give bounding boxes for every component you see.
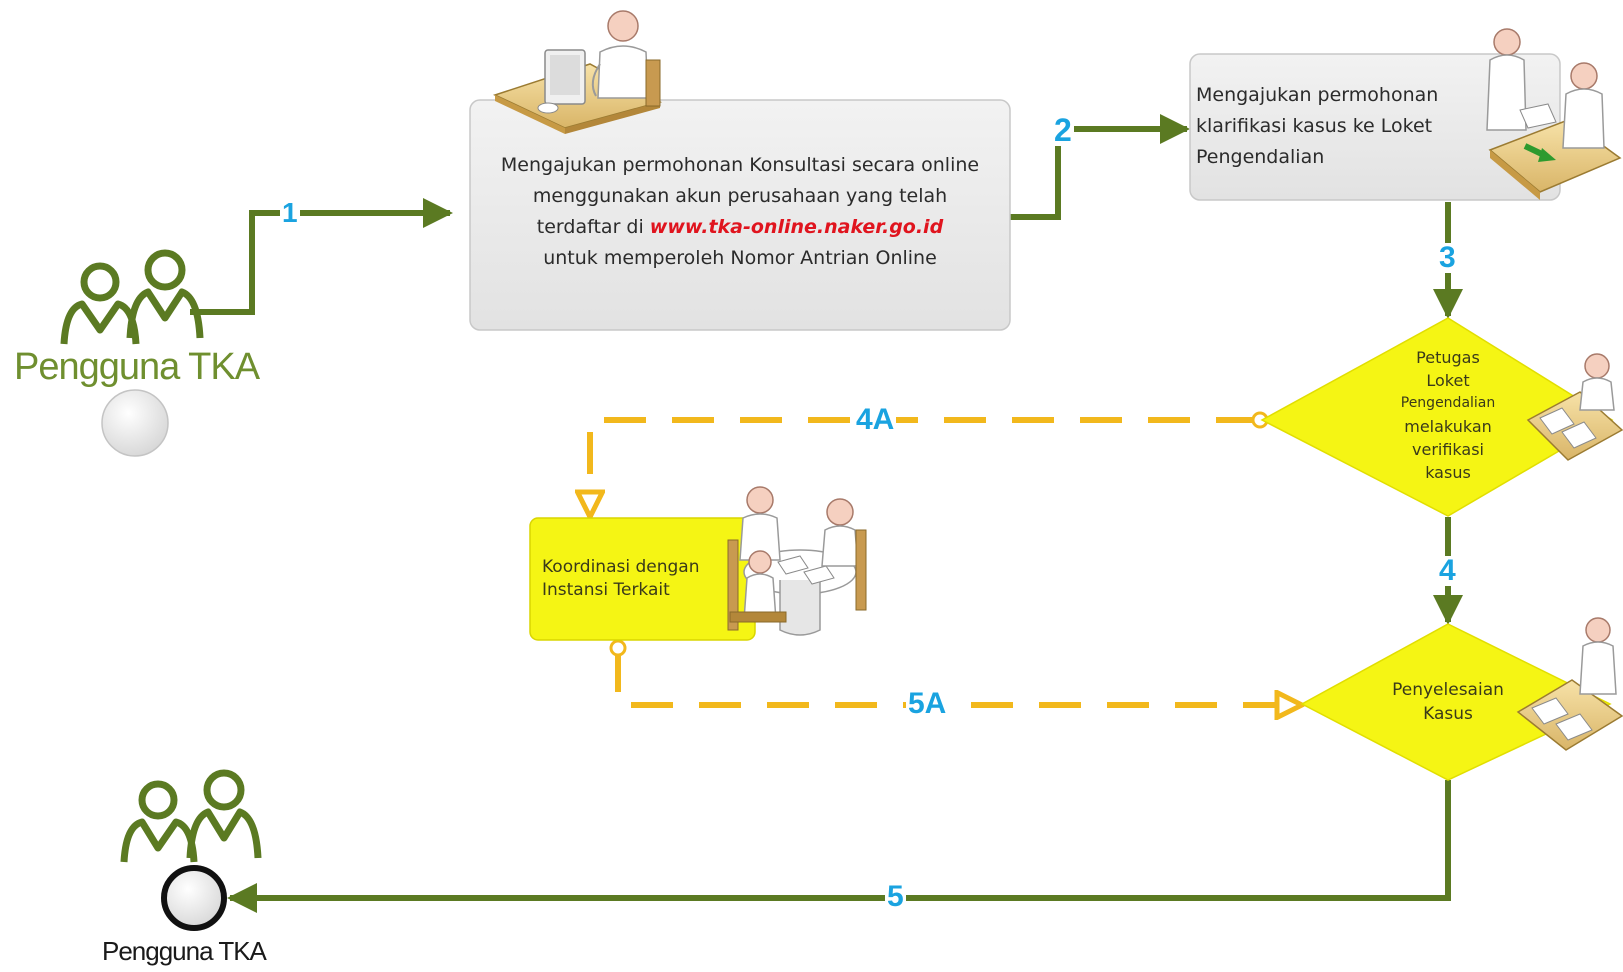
connector-1 bbox=[190, 198, 453, 315]
online-request-text: Mengajukan permohonan Konsultasi secara … bbox=[470, 150, 1010, 274]
counter-request-text: Mengajukan permohonan klarifikasi kasus … bbox=[1196, 80, 1496, 173]
coordination-text: Koordinasi dengan Instansi Terkait bbox=[542, 556, 742, 602]
verification-text: Petugas Loket Pengendalian melakukan ver… bbox=[1368, 346, 1528, 484]
connector-5a bbox=[615, 650, 1302, 705]
step-number-5a: 5A bbox=[906, 687, 949, 720]
end-node bbox=[161, 865, 227, 931]
online-request-box bbox=[469, 99, 1011, 331]
step-number-5: 5 bbox=[885, 880, 906, 913]
verification-line-6: kasus bbox=[1425, 463, 1471, 482]
start-actor-label: Pengguna TKA bbox=[14, 346, 260, 388]
verification-line-5: verifikasi bbox=[1412, 440, 1484, 459]
online-request-line-3: terdaftar di www.tka-online.naker.go.id bbox=[470, 212, 1010, 243]
step-number-2: 2 bbox=[1052, 112, 1074, 148]
verification-line-4: melakukan bbox=[1404, 417, 1492, 436]
step-number-4a: 4A bbox=[854, 403, 897, 436]
counter-request-line-2: klarifikasi kasus ke Loket bbox=[1196, 115, 1433, 137]
verification-line-2: Loket bbox=[1426, 371, 1470, 390]
person-at-computer-icon bbox=[492, 10, 662, 134]
verification-line-3: Pengendalian bbox=[1400, 395, 1496, 411]
document-handover-icon bbox=[1486, 28, 1622, 200]
officer-at-desk-icon bbox=[1526, 353, 1623, 461]
counter-request-line-3: Pengendalian bbox=[1196, 146, 1325, 168]
resolution-decision bbox=[1300, 623, 1612, 781]
start-actor-icon bbox=[60, 249, 204, 345]
connector-5 bbox=[227, 780, 1451, 913]
step-number-3: 3 bbox=[1437, 241, 1458, 274]
connector-2 bbox=[1008, 114, 1190, 220]
online-request-line-2: menggunakan akun perusahaan yang telah bbox=[532, 185, 948, 207]
online-request-line-4: untuk memperoleh Nomor Antrian Online bbox=[543, 247, 937, 269]
step-number-4: 4 bbox=[1437, 554, 1458, 587]
online-request-line-1: Mengajukan permohonan Konsultasi secara … bbox=[500, 154, 980, 176]
coordination-line-1: Koordinasi dengan bbox=[542, 557, 700, 577]
verification-decision bbox=[1260, 317, 1614, 517]
step-number-1: 1 bbox=[280, 197, 300, 228]
tka-online-url: www.tka-online.naker.go.id bbox=[649, 216, 944, 238]
meeting-table-icon bbox=[727, 486, 867, 636]
counter-request-line-1: Mengajukan permohonan bbox=[1196, 84, 1439, 106]
end-actor-icon bbox=[120, 769, 262, 863]
verification-line-1: Petugas bbox=[1416, 348, 1480, 367]
online-request-line-3-prefix: terdaftar di bbox=[536, 216, 650, 238]
officer-at-desk-icon-2 bbox=[1516, 617, 1623, 751]
connector-5a-origin bbox=[609, 639, 627, 657]
connector-4a bbox=[590, 417, 1258, 517]
coordination-line-2: Instansi Terkait bbox=[542, 580, 670, 600]
resolution-text: Penyelesaian Kasus bbox=[1368, 678, 1528, 726]
end-actor-label: Pengguna TKA bbox=[102, 936, 267, 966]
resolution-line-2: Kasus bbox=[1423, 704, 1473, 724]
resolution-line-1: Penyelesaian bbox=[1392, 680, 1504, 700]
start-node bbox=[101, 389, 169, 457]
